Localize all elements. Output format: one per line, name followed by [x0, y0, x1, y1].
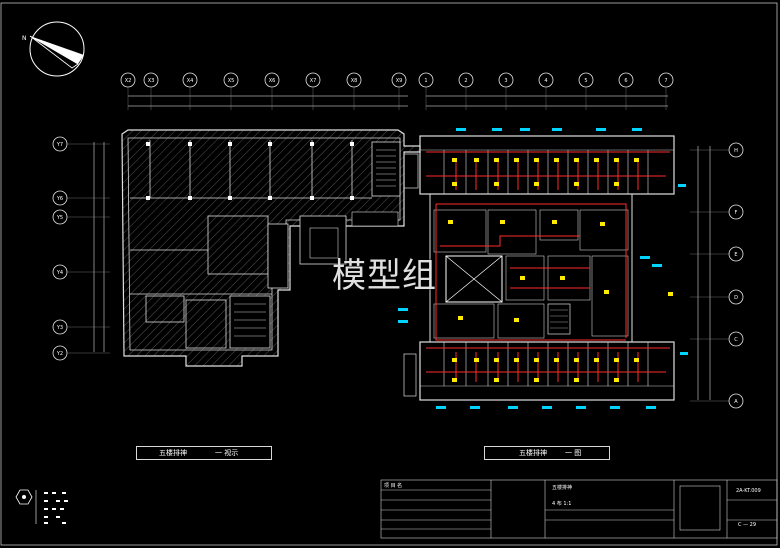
left-floor-plan — [93, 95, 421, 367]
tb-drawing-label: 五楼排神 — [552, 485, 573, 491]
tb-project-label: 项 目 名 — [384, 483, 403, 489]
left-plan-subtitle-text: 一 视示 — [215, 449, 239, 457]
tb-sub-label: 4 布 1:1 — [552, 501, 572, 507]
axis-label: H — [734, 148, 738, 154]
right-column-axes: 1 2 3 4 5 6 7 — [418, 72, 674, 110]
axis-label: 2 — [464, 78, 467, 84]
axis-label: F — [735, 210, 738, 216]
legend-symbols — [15, 489, 68, 524]
left-column-axes: X2 X3 X4 X5 X6 X7 X8 X9 — [120, 72, 407, 110]
axis-label: Y6 — [56, 196, 63, 202]
axis-label: A — [734, 399, 738, 405]
axis-label: Y7 — [56, 142, 63, 148]
axis-label: 1 — [424, 78, 427, 84]
north-label: N — [22, 35, 27, 42]
right-row-axes: H F E D C A — [690, 142, 744, 409]
axis-label: E — [734, 252, 737, 258]
axis-label: X2 — [125, 78, 132, 84]
axis-label: Y3 — [56, 325, 63, 331]
tb-sheet-number: C — 29 — [738, 522, 757, 528]
axis-label: 3 — [504, 78, 507, 84]
left-plan-title: 五楼排神 一 视示 — [136, 446, 272, 460]
title-block — [380, 479, 778, 539]
axis-label: 7 — [664, 78, 667, 84]
axis-label: X4 — [187, 78, 194, 84]
north-arrow-icon — [29, 21, 85, 77]
axis-label: X8 — [351, 78, 358, 84]
right-plan-subtitle-text: 一 图 — [565, 449, 582, 457]
axis-label: X5 — [228, 78, 235, 84]
axis-label: C — [734, 337, 738, 343]
tb-drawing-number: 2A-KT.009 — [736, 488, 761, 494]
right-plan-title-text: 五楼排神 — [519, 449, 547, 457]
axis-label: 6 — [624, 78, 627, 84]
axis-label: Y5 — [56, 215, 63, 221]
axis-label: X9 — [396, 78, 403, 84]
axis-label: X7 — [310, 78, 317, 84]
right-plan-title: 五楼排神 一 图 — [484, 446, 610, 460]
left-row-axes: Y7 Y6 Y5 Y4 Y3 Y2 — [52, 136, 110, 361]
axis-label: 4 — [544, 78, 547, 84]
axis-label: 5 — [584, 78, 587, 84]
axis-label: Y2 — [56, 351, 63, 357]
axis-label: X6 — [269, 78, 276, 84]
axis-label: X3 — [148, 78, 155, 84]
left-plan-title-text: 五楼排神 — [159, 449, 187, 457]
axis-label: Y4 — [56, 270, 63, 276]
axis-label: D — [734, 295, 738, 301]
watermark: 模型组 — [332, 256, 437, 296]
right-floor-plan — [398, 95, 711, 409]
